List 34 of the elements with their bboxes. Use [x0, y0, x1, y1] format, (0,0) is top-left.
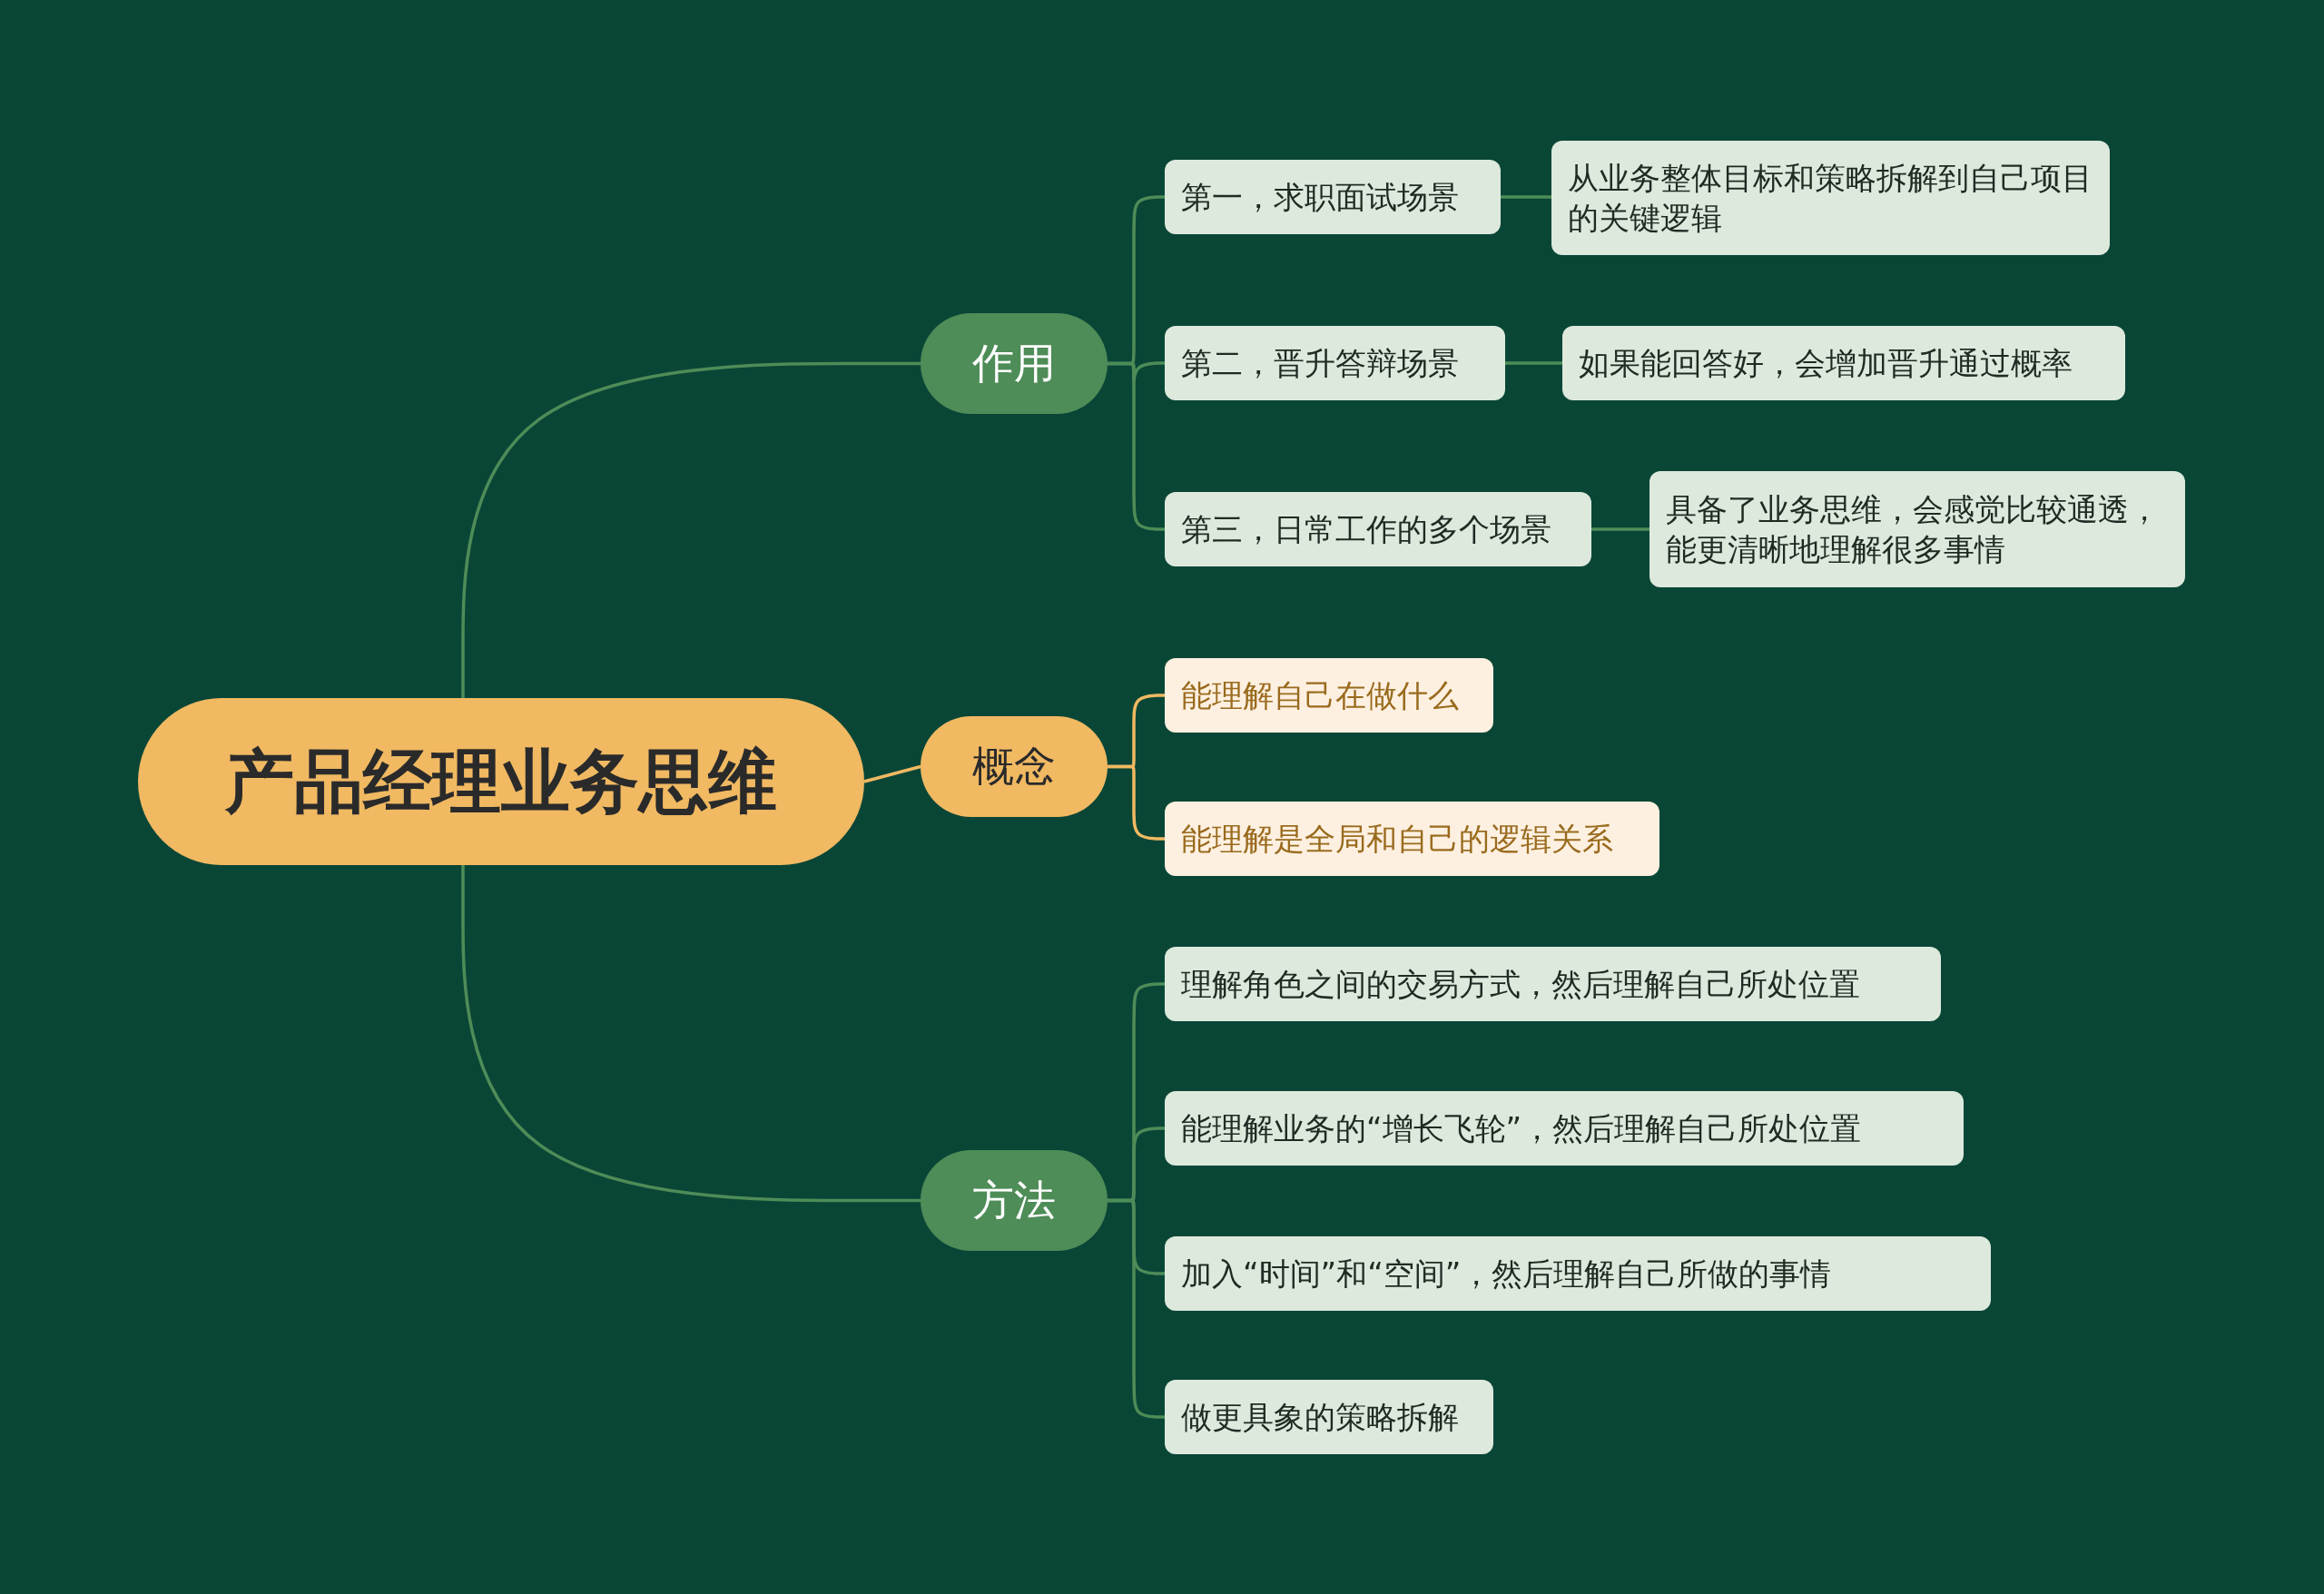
connector-line [461, 361, 921, 698]
subtopic-box [1562, 326, 2125, 400]
subtopic-box [1165, 326, 1505, 400]
topic-text: 方法 [972, 1174, 1056, 1226]
subtopic-box [1551, 141, 2110, 255]
subtopic-box [1165, 1380, 1493, 1454]
connector-line [863, 764, 921, 783]
subtopic-box [1165, 1236, 1991, 1311]
topic-text: 第一，求职面试场景 [1181, 177, 1459, 217]
subtopic-box [1649, 471, 2185, 587]
topic-text: 第三，日常工作的多个场景 [1181, 509, 1551, 549]
topic-text: 能理解是全局和自己的逻辑关系 [1181, 819, 1613, 859]
topic-text: 加入“时间”和“空间”，然后理解自己所做的事情 [1181, 1254, 1832, 1294]
connector-line [461, 865, 921, 1203]
subtopic-box [1165, 1091, 1964, 1166]
topic-text: 如果能回答好，会增加晋升通过概率 [1579, 343, 2073, 383]
subtopic-box [1165, 802, 1659, 876]
topic-text: 能理解业务的“增长飞轮”，然后理解自己所处位置 [1181, 1108, 1862, 1148]
subtopic-box [1165, 492, 1591, 566]
topic-text: 从业务整体目标和策略拆解到自己项目的关键逻辑 [1568, 158, 2093, 238]
subtopic-box [1165, 658, 1493, 733]
topic-text: 概念 [972, 740, 1056, 792]
topic-text: 产品经理业务思维 [225, 739, 777, 823]
topic-text: 具备了业务思维，会感觉比较通透，能更清晰地理解很多事情 [1666, 489, 2161, 569]
connector-line [1501, 195, 1551, 199]
connector-line [1505, 361, 1562, 365]
topic-text: 做更具象的策略拆解 [1181, 1397, 1459, 1437]
topic-text: 能理解自己在做什么 [1181, 675, 1459, 715]
topic-text: 理解角色之间的交易方式，然后理解自己所处位置 [1181, 964, 1860, 1004]
subtopic-box [1165, 947, 1941, 1021]
topic-text: 第二，晋升答辩场景 [1181, 343, 1459, 383]
subtopic-box [1165, 160, 1501, 234]
topic-text: 作用 [972, 337, 1056, 389]
connector-line [1591, 527, 1649, 531]
